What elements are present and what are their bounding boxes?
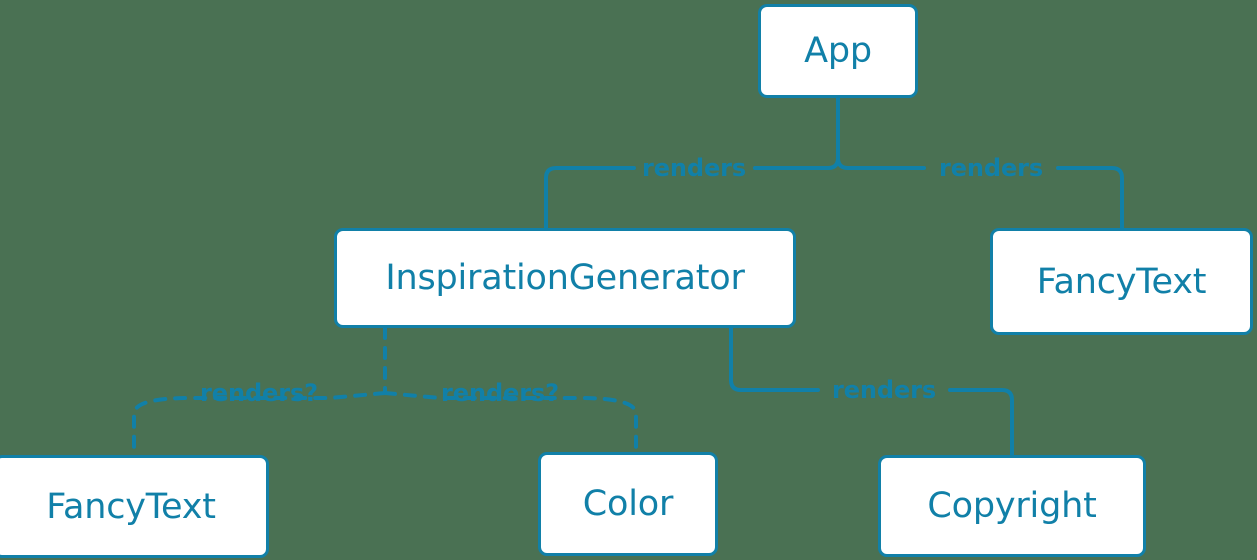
edge-label-app-fancytext-top: renders — [938, 154, 1044, 182]
node-fancytext-bottom[interactable]: FancyText — [0, 455, 269, 558]
edge-app-stem-right — [836, 156, 926, 170]
edge-app-fancytext-top — [1056, 166, 1124, 230]
edge-label-app-inspirationgenerator: renders — [641, 154, 747, 182]
node-inspirationgenerator[interactable]: InspirationGenerator — [334, 228, 796, 328]
node-color-label: Color — [582, 484, 674, 524]
edge-label-inspirationgenerator-fancytext-bottom: renders? — [200, 379, 318, 407]
edge-app-stem — [753, 96, 840, 170]
node-app[interactable]: App — [758, 4, 918, 98]
node-copyright[interactable]: Copyright — [878, 455, 1146, 557]
node-app-label: App — [804, 31, 872, 71]
node-fancytext-top-label: FancyText — [1036, 261, 1207, 302]
edge-inspirationgenerator-copyright — [729, 326, 820, 392]
edge-label-inspirationgenerator-copyright: renders — [831, 376, 937, 404]
node-color[interactable]: Color — [538, 452, 718, 556]
node-fancytext-bottom-label: FancyText — [46, 486, 216, 527]
node-inspirationgenerator-label: InspirationGenerator — [385, 258, 745, 298]
edge-label-inspirationgenerator-color: renders? — [441, 379, 559, 407]
edge-copyright-drop — [948, 388, 1014, 457]
node-copyright-label: Copyright — [927, 486, 1097, 526]
node-fancytext-top[interactable]: FancyText — [990, 228, 1253, 335]
edge-app-inspirationgenerator — [544, 166, 636, 230]
